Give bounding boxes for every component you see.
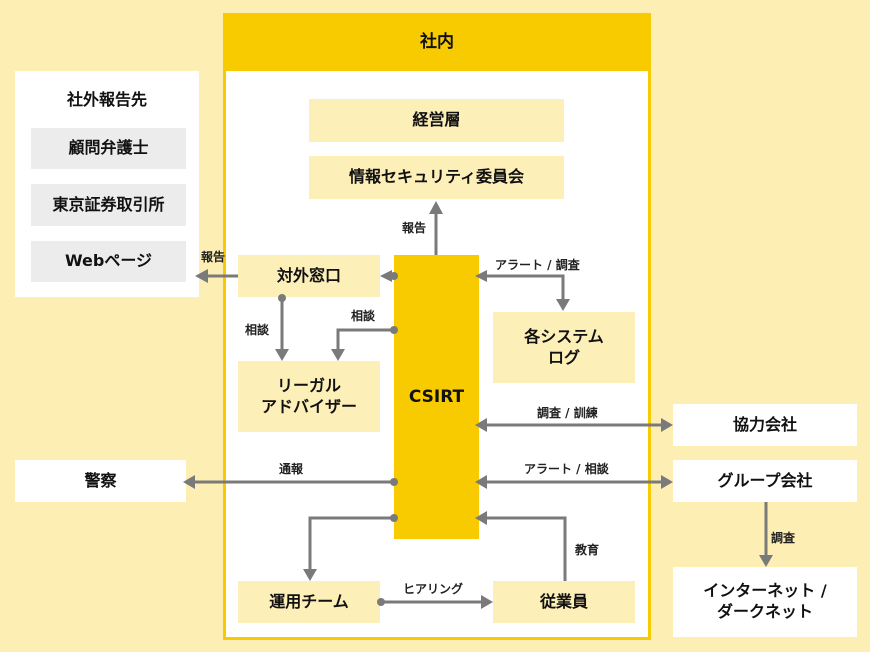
arrow-alert-investigate (485, 274, 565, 301)
ops-team-box: 運用チーム (238, 581, 380, 623)
group-companies-box: グループ会社 (673, 460, 857, 502)
system-logs-line2: ログ (547, 347, 580, 367)
legal-advisor-line2: アドバイザー (260, 396, 357, 416)
label-alert-consult: アラート / 相談 (524, 462, 609, 476)
label-notify: 通報 (279, 462, 304, 476)
internet-darknet-box: インターネット / ダークネット (673, 567, 857, 637)
external-contact-box: 対外窓口 (238, 255, 380, 297)
police-box: 警察 (15, 460, 186, 502)
internet-darknet-line1: インターネット / (703, 581, 827, 601)
legal-advisor-line1: リーガル (276, 375, 341, 395)
report-target-webpage: Webページ (31, 241, 186, 282)
report-target-lawyer: 顧問弁護士 (31, 128, 186, 169)
arrow-consult-b (336, 328, 394, 352)
employees-box: 従業員 (493, 581, 635, 623)
label-hearing: ヒアリング (403, 582, 464, 596)
external-reports-title: 社外報告先 (66, 89, 147, 109)
label-consult-b: 相談 (351, 309, 376, 323)
arrow-csirt-ops (308, 516, 394, 572)
internet-darknet-line2: ダークネット (716, 602, 813, 621)
partners-box: 協力会社 (673, 404, 857, 446)
legal-advisor-box: リーガル アドバイザー (238, 361, 380, 432)
internal-title: 社内 (223, 13, 651, 71)
label-alert-investigate: アラート / 調査 (495, 258, 580, 272)
csirt-box: CSIRT (394, 255, 479, 539)
security-committee-box: 情報セキュリティ委員会 (309, 156, 564, 199)
label-consult-a: 相談 (245, 323, 270, 337)
label-report-up: 報告 (402, 221, 427, 235)
system-logs-box: 各システム ログ (493, 312, 635, 383)
label-investigate: 調査 (771, 531, 796, 545)
label-report-out: 報告 (201, 250, 226, 264)
management-box: 経営層 (309, 99, 564, 142)
label-investigate-training: 調査 / 訓練 (537, 406, 598, 420)
label-education: 教育 (575, 543, 600, 557)
system-logs-line1: 各システム (524, 326, 604, 346)
report-target-stock-exchange: 東京証券取引所 (31, 184, 186, 226)
arrow-education (485, 516, 567, 581)
